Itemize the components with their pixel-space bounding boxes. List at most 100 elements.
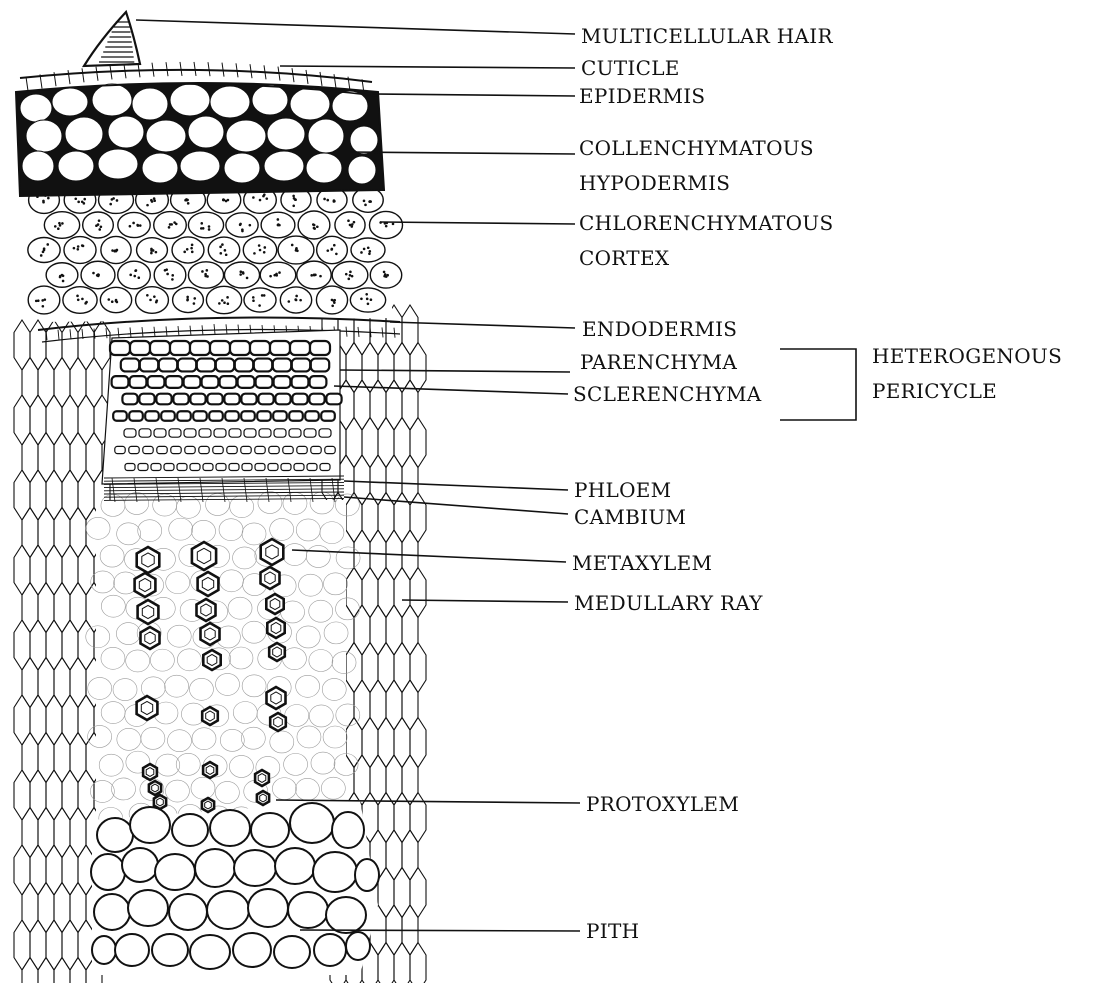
endodermis-cell-wall <box>190 326 191 336</box>
sclerenchyma-cell <box>275 394 290 405</box>
medullary-ray-cell <box>346 343 362 393</box>
medullary-ray-cell <box>46 695 62 745</box>
chloroplast-dot <box>227 302 230 305</box>
chlorenchyma-cell <box>188 212 223 238</box>
chloroplast-dot <box>208 228 211 231</box>
chloroplast-dot <box>278 224 281 227</box>
chloroplast-dot <box>347 278 350 281</box>
medullary-ray-cell <box>14 620 30 670</box>
medullary-ray-cell <box>22 508 38 558</box>
chloroplast-dot <box>170 223 173 226</box>
sclerenchyma-cell <box>229 464 239 471</box>
chloroplast-dot <box>129 274 132 277</box>
sclerenchyma-cell <box>159 359 177 372</box>
chloroplast-dot <box>360 251 363 254</box>
sclerenchyma-cell <box>305 411 319 421</box>
xylem-vessel <box>270 713 286 731</box>
chloroplast-dot <box>363 248 366 251</box>
medullary-ray-cell <box>410 793 426 843</box>
medullary-ray-cell <box>46 545 62 595</box>
medullary-ray-cell <box>346 418 362 468</box>
chloroplast-dot <box>62 280 65 283</box>
sclerenchyma-cell <box>213 446 223 453</box>
medullary-ray-cell <box>62 470 78 520</box>
medullary-ray-cell <box>54 808 70 858</box>
endodermis-cell-wall <box>226 324 227 334</box>
medullary-ray-cell <box>38 658 54 708</box>
sclerenchyma-cell <box>199 429 211 437</box>
chloroplast-dot <box>294 198 297 201</box>
pith-cell <box>122 848 158 882</box>
pith-cell <box>91 854 125 890</box>
sclerenchyma-cell <box>216 464 226 471</box>
collenchyma-cell <box>92 84 132 116</box>
sclerenchyma-cell <box>110 341 130 355</box>
chloroplast-dot <box>208 225 211 228</box>
pith-cell <box>332 812 364 848</box>
chloroplast-dot <box>153 199 156 202</box>
sclerenchyma-cell <box>139 394 154 405</box>
medullary-ray-cell <box>14 770 30 820</box>
medullary-ray-cell <box>394 643 410 693</box>
sclerenchyma-cell <box>274 376 291 388</box>
chloroplast-dot <box>392 223 395 226</box>
medullary-ray-cell <box>378 568 394 618</box>
medullary-ray-cell <box>402 305 418 355</box>
sclerenchyma-cell <box>257 411 271 421</box>
sclerenchyma-cell <box>121 359 139 372</box>
chloroplast-dot <box>360 297 363 300</box>
collenchyma-cell <box>224 153 260 183</box>
medullary-ray-cell <box>22 433 38 483</box>
sclerenchyma-cell <box>224 394 239 405</box>
collenchyma-cell <box>142 153 178 183</box>
xylem-vessel <box>135 573 156 597</box>
sclerenchyma-cell <box>255 464 265 471</box>
chloroplast-dot <box>190 247 193 250</box>
label-pericycle: PERICYCLE <box>872 380 997 402</box>
medullary-ray-cell <box>22 958 38 983</box>
chlorenchyma-cell <box>350 288 385 312</box>
medullary-ray-cell <box>78 920 94 970</box>
chloroplast-dot <box>77 248 80 251</box>
chloroplast-dot <box>310 274 313 277</box>
sclerenchyma-cell <box>227 446 237 453</box>
xylem-vessel <box>141 627 160 649</box>
sclerenchyma-cell <box>156 394 171 405</box>
medullary-ray-cell <box>78 770 94 820</box>
chloroplast-dot <box>323 198 326 201</box>
medullary-ray-cell <box>402 680 418 730</box>
sclerenchyma-cell <box>124 429 136 437</box>
epidermal-cell-wall <box>306 70 308 84</box>
endodermis-cell-wall <box>118 328 119 338</box>
sclerenchyma-cell <box>304 429 316 437</box>
chloroplast-dot <box>171 278 174 281</box>
collenchyma-cell <box>332 91 368 121</box>
sclerenchyma-cell <box>216 359 234 372</box>
chloroplast-dot <box>57 227 60 230</box>
medullary-ray-cell <box>394 568 410 618</box>
chloroplast-dot <box>259 249 262 252</box>
endodermis-cell-wall <box>346 327 347 337</box>
chloroplast-dot <box>316 225 319 228</box>
medullary-ray-cell <box>62 770 78 820</box>
sclerenchyma-cell <box>199 446 209 453</box>
chloroplast-dot <box>261 294 264 297</box>
chloroplast-dot <box>292 195 295 198</box>
chloroplast-dot <box>265 197 268 200</box>
medullary-ray-cell <box>54 508 70 558</box>
chloroplast-dot <box>252 196 255 199</box>
medullary-ray-cell <box>46 770 62 820</box>
pith-cell <box>169 894 207 930</box>
chloroplast-dot <box>258 304 261 307</box>
chloroplast-dot <box>59 276 62 279</box>
sclerenchyma-cell <box>311 359 329 372</box>
chloroplast-dot <box>369 250 372 253</box>
chloroplast-dot <box>204 273 207 276</box>
sclerenchyma-cell <box>326 394 341 405</box>
collenchyma-cell <box>98 149 138 179</box>
chloroplast-dot <box>242 272 245 275</box>
medullary-ray-cell <box>394 343 410 393</box>
sclerenchyma-cell <box>203 464 213 471</box>
chloroplast-dot <box>313 274 316 277</box>
medullary-ray-cell <box>78 545 94 595</box>
